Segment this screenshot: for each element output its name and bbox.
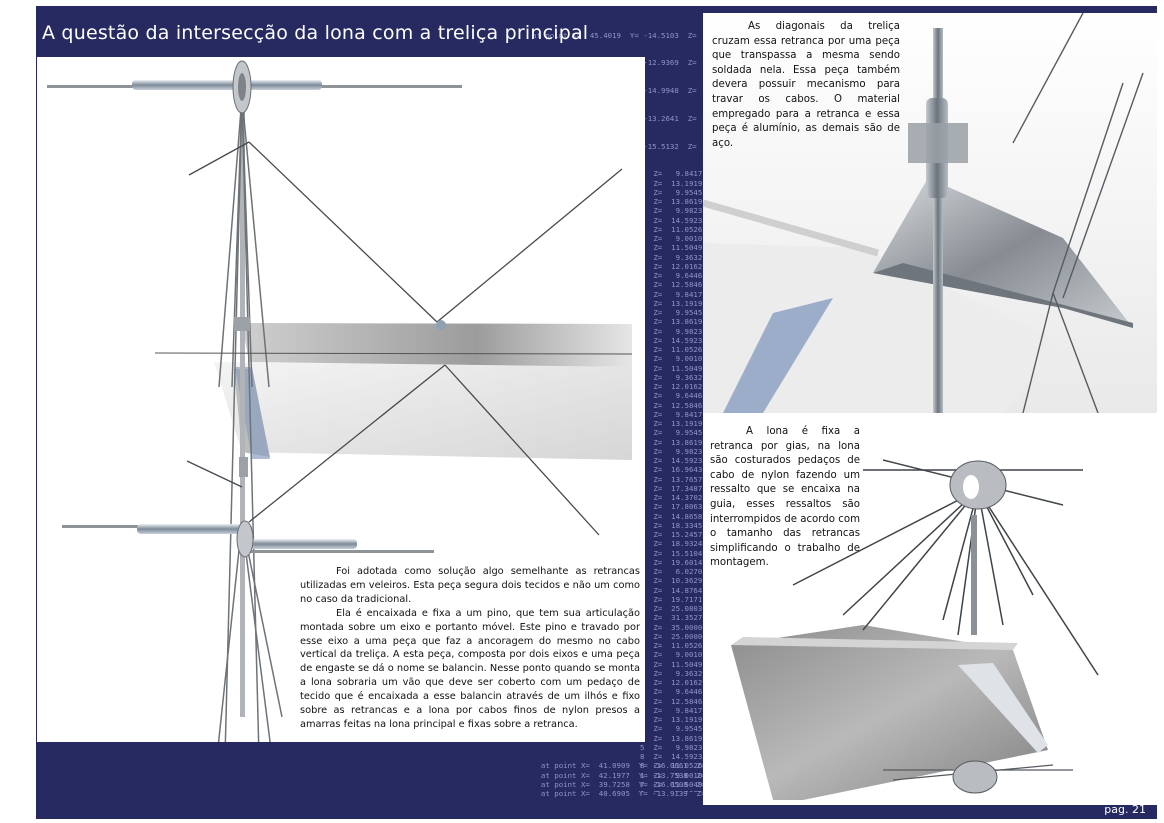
coord-fragment: 7 Z= 9.9823 [640, 326, 703, 336]
coord-fragment: 9 Z= 9.0010 [640, 650, 703, 660]
coord-fragment: 4 Z= 13.8619 [640, 437, 703, 447]
coord-fragment: 6 Z= 11.5049 [640, 363, 703, 373]
coord-fragment: 2 Z= 17.8063 [640, 502, 703, 512]
coord-fragment: 1 Z= 10.3629 [640, 576, 703, 586]
coord-fragment: 9 Z= 9.3632 [640, 789, 708, 792]
coord-fragment: 8 Z= 16.9643 [640, 465, 703, 475]
coord-fragment: 9 Z= 9.0010 [640, 354, 703, 364]
coord-fragment: 1 Z= 9.0010 [640, 770, 703, 780]
coord-fragment: 7 Z= 12.5846 [640, 696, 703, 706]
lona-retranca-perspective-render [731, 459, 1099, 800]
coord-fragment: 1 Z= 12.0162 [640, 261, 703, 271]
coord-fragment: 7 Z= 17.3487 [640, 483, 703, 493]
coord-fragment: 7 Z= 18.9324 [640, 539, 703, 549]
coord-fragment: 7 Z= 11.5049 [640, 779, 703, 789]
coord-fragment: 6 Z= 9.9545 [640, 724, 703, 734]
paragraph-lona-fixa: A lona é fixa a retranca por gias, na lo… [710, 426, 860, 569]
coord-fragment: 2 Z= 11.0526 [640, 641, 703, 650]
coord-fragment: 7 Z= 19.7171 [640, 594, 703, 604]
paragraph-line-2: Ela é encaixada e fixa a um pino, que te… [300, 607, 640, 730]
retranca-detail-render [703, 13, 1157, 413]
left-render-panel [37, 57, 645, 742]
coord-fragment: 3 Z= 14.8658 [640, 511, 703, 521]
coord-fragment: 3 Z= 9.3632 [640, 668, 703, 678]
coord-fragment: 9 Z= 9.8417 [640, 409, 703, 419]
coord-fragment: 8 Z= 12.0162 [640, 382, 703, 391]
right-render-panel [703, 13, 1157, 805]
coord-fragment: 6 Z= 11.0526 [640, 224, 703, 234]
coordinate-readout-bottom: at point X= 41.0909 Y= -16.0661 Z= 13.19… [532, 752, 746, 798]
coord-fragment: 3 Z= 9.9545 [640, 308, 703, 317]
coord-fragment: 8 Z= 14.5923 [640, 752, 703, 761]
coord-fragment: 1 Z= 12.5846 [640, 280, 703, 290]
coord-fragment: 6 Z= 9.8417 [640, 289, 703, 299]
coord-fragment: 8 Z= 15.2457 [640, 530, 703, 539]
coord-fragment: 1 Z= 13.7657 [640, 474, 703, 484]
coord-fragment: 1 Z= 14.5923 [640, 335, 703, 345]
coord-fragment: 8 Z= 9.8417 [640, 169, 703, 179]
coord-fragment: 3 Z= 6.0270 [640, 567, 703, 576]
coord-fragment: 1 Z= 19.6014 [640, 557, 703, 567]
coord-fragment: 7 Z= 12.5846 [640, 400, 703, 410]
coord-fragment: 8 Z= 11.0526 [640, 761, 703, 771]
coord-fragment: 2 Z= 11.0526 [640, 345, 703, 354]
coord-fragment: 6 Z= 18.3345 [640, 520, 703, 530]
coord-fragment: 3 Z= 9.6446 [640, 271, 703, 280]
coord-fragment: 2 Z= 9.6446 [640, 391, 703, 401]
coord-fragment: 7 Z= 11.5049 [640, 243, 703, 253]
coord-fragment: 8 Z= 13.8619 [640, 317, 703, 327]
coord-fragment: 2 Z= 9.6446 [640, 687, 703, 697]
coord-fragment: 5 Z= 9.9823 [640, 446, 703, 456]
coord-fragment: 6 Z= 14.8764 [640, 585, 703, 595]
coord-fragment: 2 Z= 9.9823 [640, 206, 703, 216]
coord-fragment: 1 Z= 25.0000 [640, 631, 703, 641]
coord-fragment: 7 Z= 13.1919 [640, 298, 703, 308]
coord-fragment: 3 Z= 9.3632 [640, 372, 703, 382]
coord-fragment: 6 Z= 11.5049 [640, 659, 703, 669]
coord-fragment: 6 Z= 9.9545 [640, 428, 703, 438]
coord-fragment: 9 Z= 13.8619 [640, 197, 703, 206]
coord-fragment: 1 Z= 13.1919 [640, 419, 703, 428]
paragraph-balancin: Foi adotada como solução algo semelhante… [300, 565, 640, 732]
coord-fragment: 8 Z= 12.0162 [640, 678, 703, 687]
paragraph-line-1: Foi adotada como solução algo semelhante… [300, 566, 640, 605]
coord-fragment: 7 Z= 35.0000 [640, 622, 703, 632]
coord-fragment: 9 Z= 14.3702 [640, 493, 703, 502]
coord-fragment: 2 Z= 15.5104 [640, 548, 703, 558]
coord-fragment: 5 Z= 9.9823 [640, 742, 703, 752]
coord-fragment: 9 Z= 9.8417 [640, 705, 703, 715]
coord-fragment: 8 Z= 14.5923 [640, 456, 703, 465]
balancin-frontal-render [47, 60, 633, 742]
coord-fragment: 2 Z= 9.3632 [640, 252, 703, 262]
coord-fragment: 4 Z= 13.8619 [640, 733, 703, 743]
coord-fragment: 7 Z= 9.9545 [640, 187, 703, 197]
page-title: A questão da intersecção da lona com a t… [42, 22, 589, 44]
coord-fragment: 3 Z= 25.0803 [640, 604, 703, 613]
coord-fragment: 3 Z= 14.5923 [640, 215, 703, 225]
coord-fragment: 1 Z= 13.1919 [640, 715, 703, 724]
coord-fragment: 8 Z= 9.0010 [640, 234, 703, 243]
coord-fragment: 8 Z= 31.3527 [640, 613, 703, 623]
page-number: pag. 21 [1104, 803, 1146, 816]
coord-fragment: 1 Z= 13.1919 [640, 178, 703, 188]
paragraph-diagonais: As diagonais da treliça cruzam essa retr… [712, 21, 900, 149]
